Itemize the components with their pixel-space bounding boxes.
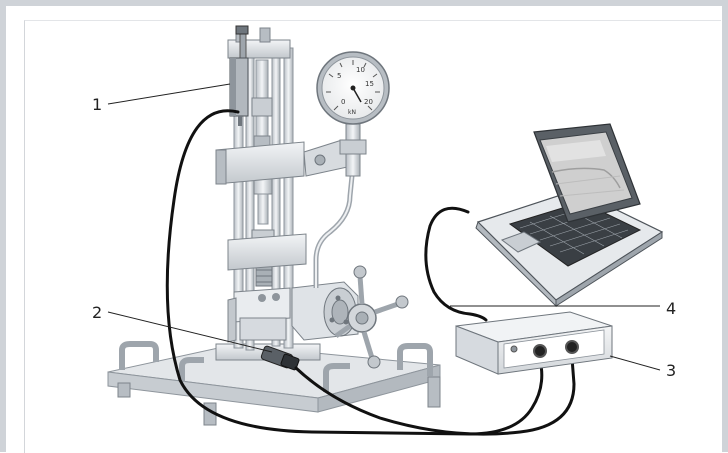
laptop — [476, 124, 662, 306]
callout-1-label: 1 — [92, 95, 102, 114]
callout-3-label: 3 — [666, 361, 676, 380]
gauge-label-10: 10 — [356, 66, 365, 74]
callout-1: 1 — [92, 84, 230, 114]
gauge-label-5: 5 — [337, 72, 341, 80]
callout-4-label: 4 — [666, 299, 676, 318]
pressure-line — [316, 176, 352, 288]
measuring-amplifier — [456, 312, 612, 374]
gauge-label-15: 15 — [365, 80, 374, 88]
callout-2-label: 2 — [92, 303, 102, 322]
gauge-unit: kN — [348, 109, 356, 116]
hydraulic-pump — [292, 282, 358, 340]
middle-crossbeam — [228, 234, 306, 270]
gauge-label-0: 0 — [341, 98, 345, 106]
gauge-label-20: 20 — [364, 98, 373, 106]
callout-3: 3 — [610, 356, 676, 380]
